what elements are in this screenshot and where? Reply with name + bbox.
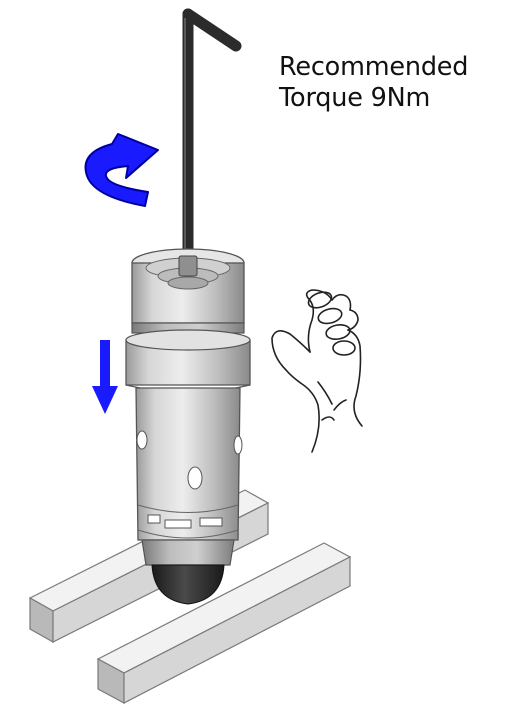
hex-key-wrench [182, 8, 242, 268]
support-block-front [96, 542, 352, 705]
caption-line-1: Recommended [279, 52, 469, 82]
curved-rotate-arrow-icon [84, 133, 159, 207]
down-arrow-icon [92, 340, 118, 414]
caption-line-2: Torque 9Nm [279, 83, 431, 113]
tool-body [125, 248, 251, 605]
torque-caption: Recommended Torque 9Nm [279, 52, 501, 114]
hand-grip-icon [271, 289, 363, 453]
